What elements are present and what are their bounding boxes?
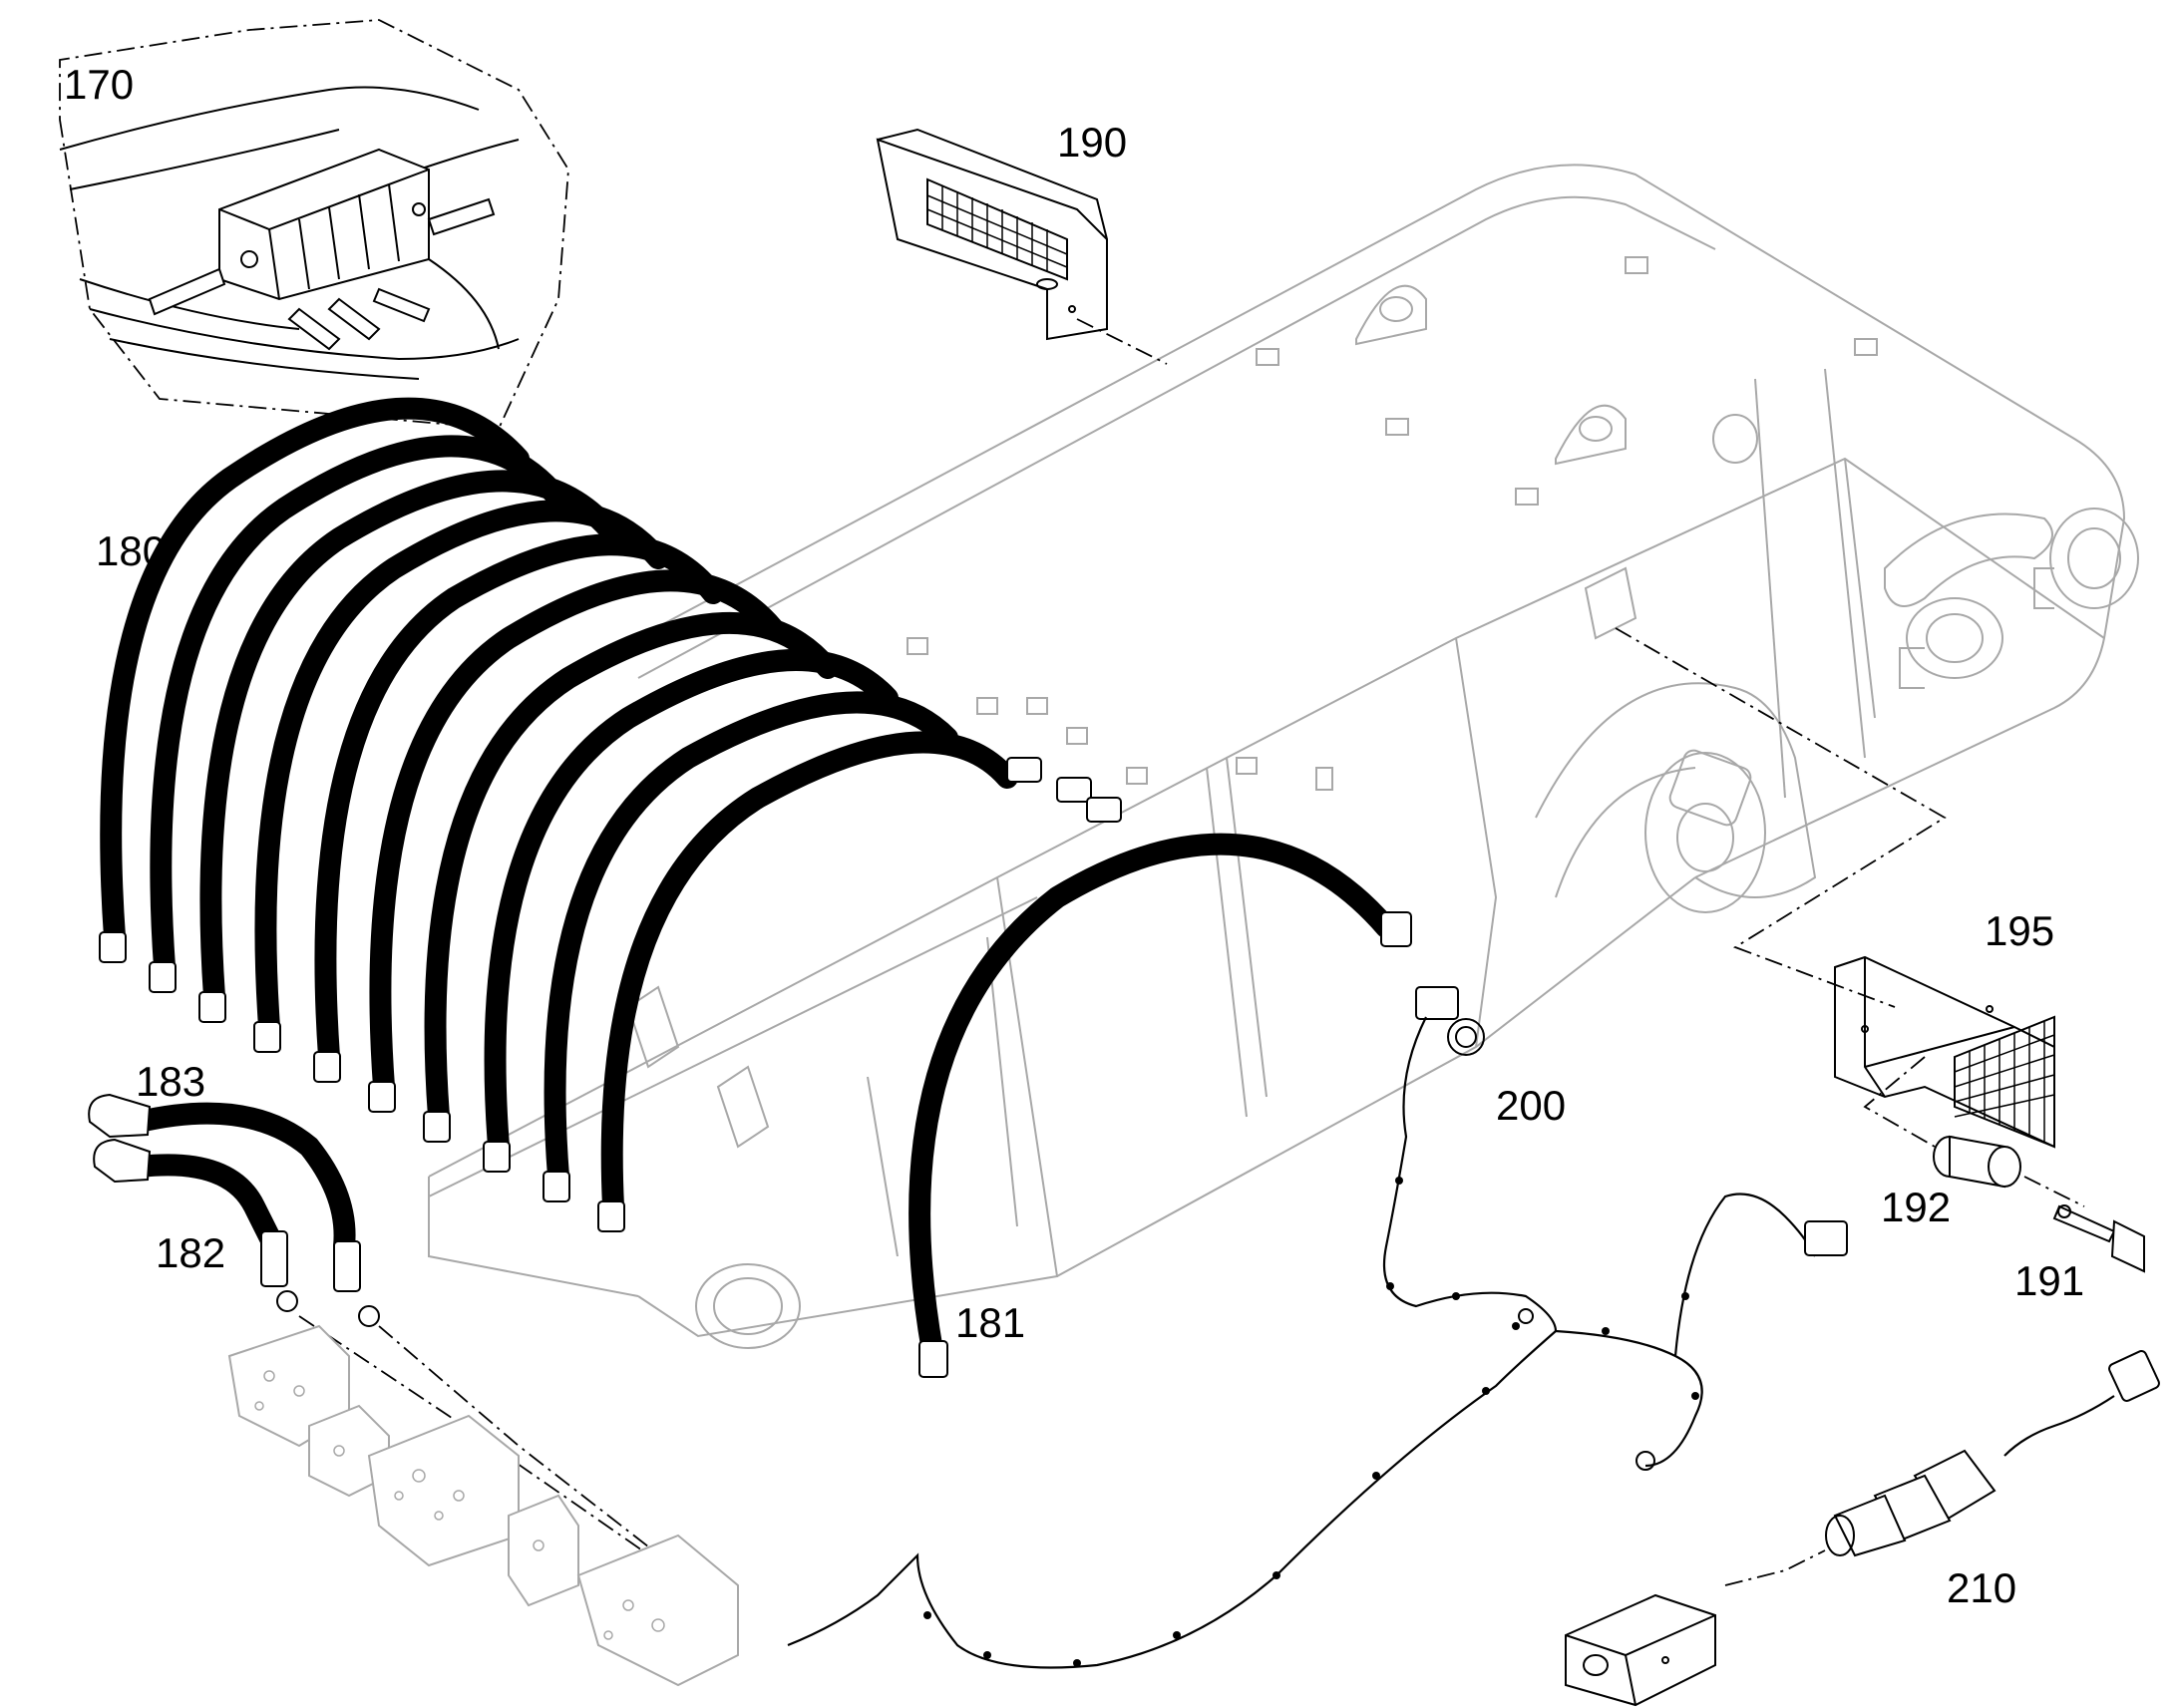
callout-180: 180 xyxy=(96,527,167,574)
callout-181: 181 xyxy=(955,1299,1026,1346)
bracket-190 xyxy=(876,128,1168,365)
callout-210: 210 xyxy=(1947,1564,2017,1611)
valve-block-stack xyxy=(227,1324,739,1687)
wire-harness-200 xyxy=(787,986,1848,1669)
callout-183: 183 xyxy=(136,1058,206,1105)
hose-fittings xyxy=(99,757,1122,1232)
callout-170: 170 xyxy=(64,61,135,108)
callout-192: 192 xyxy=(1881,1184,1952,1230)
bolt-191 xyxy=(2052,1204,2145,1273)
detail-view-170 xyxy=(59,19,569,430)
callout-200: 200 xyxy=(1496,1082,1567,1129)
callout-195: 195 xyxy=(1985,907,2055,954)
hose-182 xyxy=(93,1138,699,1586)
callout-182: 182 xyxy=(156,1229,226,1276)
hose-183 xyxy=(88,1093,380,1327)
boom-structure xyxy=(428,164,2139,1349)
callout-191: 191 xyxy=(2014,1257,2085,1304)
callout-190: 190 xyxy=(1057,119,1128,166)
spacer-192 xyxy=(1933,1135,2085,1207)
pressure-sensor-210 xyxy=(1724,1350,2160,1586)
adapter-block-210 xyxy=(1565,1593,1716,1707)
bracket-195 xyxy=(1615,627,2055,1149)
hose-set-180 xyxy=(99,397,1122,1232)
hose-181 xyxy=(908,833,1412,1378)
